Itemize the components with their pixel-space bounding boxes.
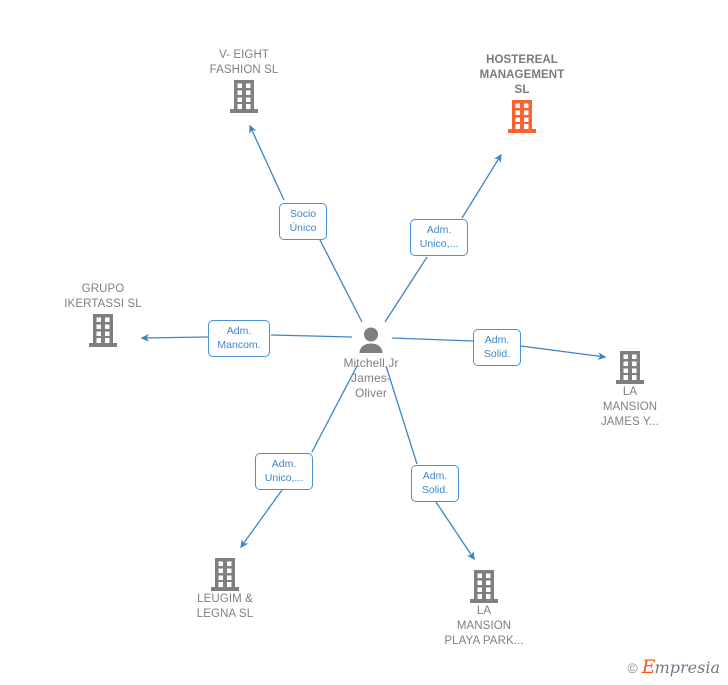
node-label-v-eight-fashion: V- EIGHT FASHION SL [209, 49, 279, 76]
copyright-icon: © [627, 660, 638, 676]
empresia-watermark: © Empresia [627, 658, 720, 678]
node-person-center[interactable]: Mitchell Jr James- Oliver [296, 326, 446, 401]
edge-label-adm-unico-leugim[interactable]: Adm. Unico,... [255, 453, 313, 490]
edge-label-socio-unico[interactable]: Socio Único [279, 203, 327, 240]
node-label-la-mansion-james-y: LA MANSION JAMES Y... [600, 386, 660, 428]
person-icon[interactable] [296, 326, 446, 356]
node-la-mansion-playa-park[interactable]: LA MANSION PLAYA PARK... [409, 568, 559, 649]
building-icon[interactable] [555, 349, 705, 385]
edge-socio-unico [249, 124, 363, 323]
edge-label-adm-solid-mansion-james[interactable]: Adm. Solid. [473, 329, 521, 366]
edge-adm-unico-leugim [240, 365, 358, 549]
edge-adm-solid-mansion-james [391, 337, 607, 360]
edge-adm-unico-hostereal [384, 153, 502, 323]
node-label-grupo-ikertassi: GRUPO IKERTASSI SL [64, 283, 142, 310]
edge-label-adm-mancom[interactable]: Adm. Mancom. [208, 320, 270, 357]
building-icon[interactable] [409, 568, 559, 604]
edge-label-adm-unico-hostereal[interactable]: Adm. Unico,... [410, 219, 468, 256]
building-icon[interactable] [28, 312, 178, 348]
node-label-la-mansion-playa-park: LA MANSION PLAYA PARK... [444, 605, 524, 647]
building-icon[interactable] [150, 556, 300, 592]
node-label-hostereal-management: HOSTEREAL MANAGEMENT SL [479, 54, 565, 96]
node-grupo-ikertassi[interactable]: GRUPO IKERTASSI SL [28, 282, 178, 348]
brand-logo: Empresia [642, 658, 720, 678]
edge-adm-mancom [140, 333, 353, 342]
node-label-person-center: Mitchell Jr James- Oliver [343, 356, 399, 400]
edge-adm-solid-mansion-playa [385, 365, 475, 561]
edge-label-adm-solid-mansion-playa[interactable]: Adm. Solid. [411, 465, 459, 502]
node-la-mansion-james-y[interactable]: LA MANSION JAMES Y... [555, 349, 705, 430]
node-leugim-legna[interactable]: LEUGIM & LEGNA SL [150, 556, 300, 622]
brand-initial: E [641, 656, 656, 678]
node-v-eight-fashion[interactable]: V- EIGHT FASHION SL [169, 48, 319, 114]
node-hostereal-management[interactable]: HOSTEREAL MANAGEMENT SL [447, 53, 597, 134]
building-icon[interactable] [169, 78, 319, 114]
node-label-leugim-legna: LEUGIM & LEGNA SL [196, 593, 254, 620]
building-icon-highlighted[interactable] [447, 98, 597, 134]
brand-name: mpresia [654, 658, 720, 677]
